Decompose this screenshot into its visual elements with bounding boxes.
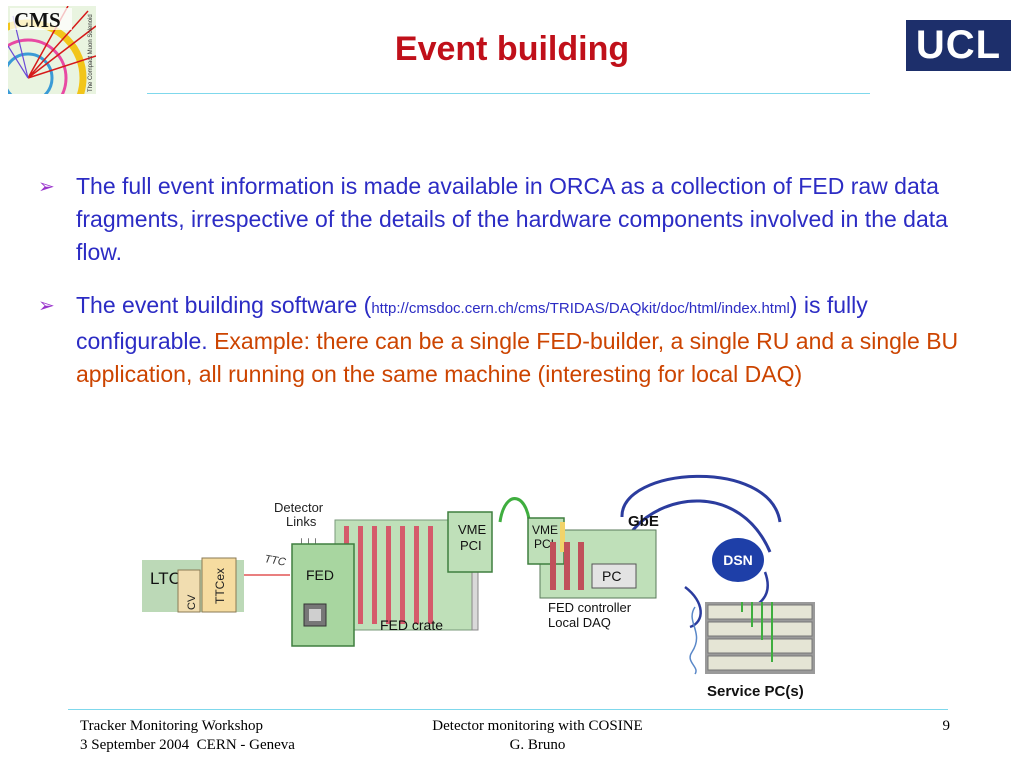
ucl-logo-text: UCL — [915, 23, 1002, 67]
footer-divider — [68, 709, 948, 710]
bullet-text-part: ) is fully configurable. — [76, 292, 868, 354]
svg-text:The Compact Muon Solenoid: The Compact Muon Solenoid — [88, 14, 94, 92]
service-pc-rack — [689, 602, 815, 675]
footer-author: G. Bruno — [509, 737, 566, 753]
vme-pci-2-label: VME — [532, 523, 558, 537]
bullet-text: The event building software (http://cmsd… — [76, 289, 988, 391]
detector-links-label: Detector — [274, 500, 324, 515]
bullet-item: ➢ The event building software (http://cm… — [38, 289, 988, 391]
fed-label: FED — [306, 567, 334, 583]
fed-crate-label: FED crate — [380, 617, 443, 633]
footer-date-location: 3 September 2004 CERN - Geneva — [80, 737, 295, 753]
ucl-logo: UCL — [906, 20, 1011, 71]
ttc-label: TTC — [263, 553, 286, 569]
bullet-arrow-icon: ➢ — [38, 295, 55, 317]
dsn-label: DSN — [723, 552, 753, 568]
daq-setup-diagram: LTC TTCex CV Detector Links ↓↓↓ TTC FED … — [142, 474, 815, 700]
pc-label: PC — [602, 568, 621, 584]
svg-text:PCI: PCI — [534, 537, 554, 551]
footer-center: Detector monitoring with COSINE G. Bruno — [380, 717, 695, 755]
cms-logo: CMS The Compact Muon Solenoid — [8, 6, 96, 94]
bullet-text: The full event information is made avail… — [76, 173, 948, 265]
page-number: 9 — [942, 718, 951, 734]
footer-talk-title: Detector monitoring with COSINE — [432, 718, 643, 734]
footer-left: Tracker Monitoring Workshop 3 September … — [80, 717, 295, 755]
bullet-arrow-icon: ➢ — [38, 176, 55, 198]
bullet-text-part: The event building software ( — [76, 292, 372, 318]
svg-text:Links: Links — [286, 514, 317, 529]
gbe-label: GbE — [628, 513, 659, 530]
svg-text:PCI: PCI — [460, 538, 482, 553]
svg-text:CV: CV — [186, 594, 198, 610]
footer-workshop: Tracker Monitoring Workshop — [80, 718, 263, 734]
bullet-item: ➢ The full event information is made ava… — [38, 170, 988, 269]
page-title: Event building — [394, 30, 630, 68]
example-text: Example: there can be a single FED-build… — [76, 328, 959, 387]
ttcex-label: TTCex — [213, 568, 227, 604]
daqkit-link[interactable]: http://cmsdoc.cern.ch/cms/TRIDAS/DAQkit/… — [371, 300, 790, 317]
fed-controller-label: FED controller — [548, 600, 632, 615]
ltc-label: LTC — [150, 569, 181, 588]
service-pcs-label: Service PC(s) — [707, 683, 804, 700]
svg-text:CMS: CMS — [14, 8, 61, 32]
local-daq-label: Local DAQ — [548, 615, 611, 630]
vme-pci-1-label: VME — [458, 522, 487, 537]
header-divider — [147, 93, 870, 94]
